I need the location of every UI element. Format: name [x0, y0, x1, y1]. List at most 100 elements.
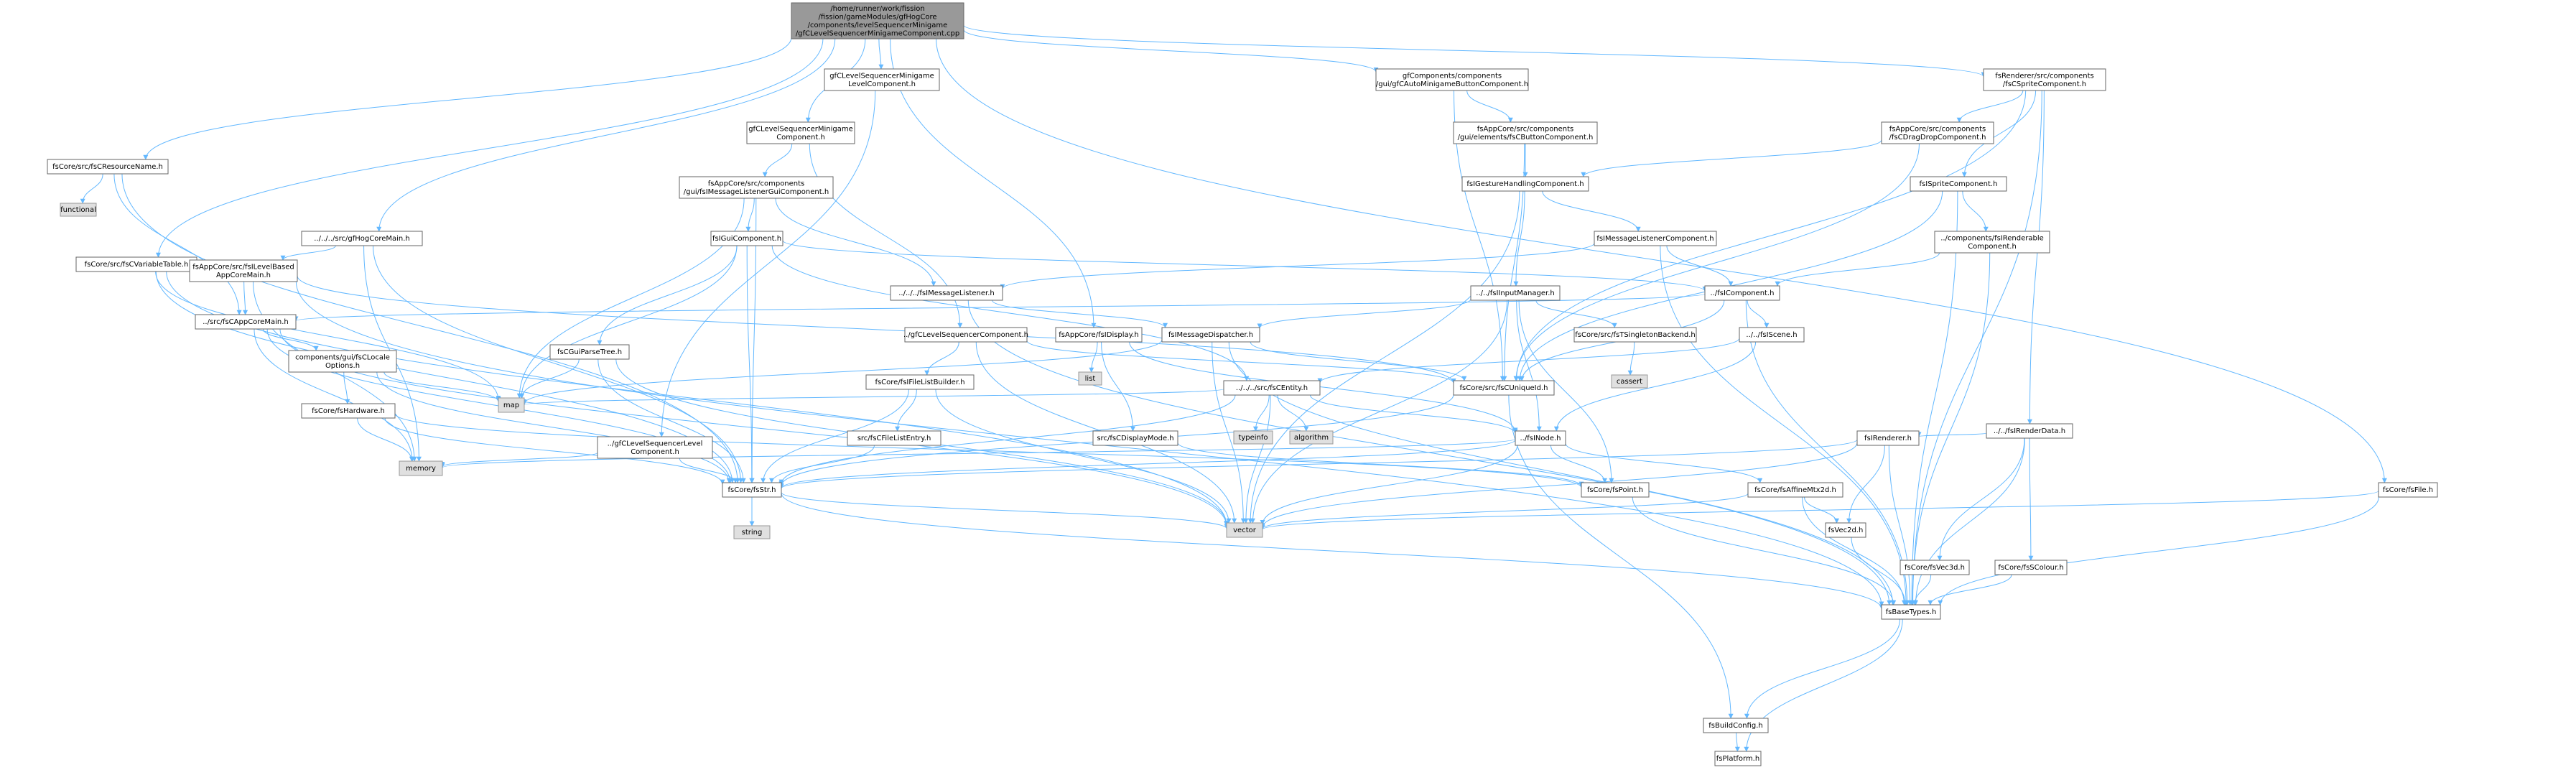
node-label: /gui/gfCAutoMinigameButtonComponent.h: [1376, 80, 1528, 88]
node-fsIMessageDispatcher[interactable]: fsIMessageDispatcher.h: [1161, 327, 1260, 343]
node-fsPlatform[interactable]: fsPlatform.h: [1714, 751, 1762, 766]
node-fsIComponent[interactable]: ../fsIComponent.h: [1704, 285, 1780, 301]
node-fsVec2d[interactable]: fsVec2d.h: [1825, 522, 1866, 538]
node-fsINode[interactable]: ../fsINode.h: [1515, 430, 1566, 446]
edge-fsIMessageListener-to-fsIMessageDispatcher: [991, 300, 1168, 328]
node-functional[interactable]: functional: [60, 203, 97, 217]
node-label: fsCore/fsSColour.h: [1998, 564, 2063, 572]
node-fsFile[interactable]: fsCore/fsFile.h: [2378, 482, 2438, 498]
edge-fsIMessageListenerComponent-to-fsIComponent: [1666, 245, 1734, 287]
node-fsPoint[interactable]: fsCore/fsPoint.h: [1581, 482, 1650, 498]
edge-fsIMsgListenerGui-to-fsIGuiComponent: [745, 198, 755, 232]
edge-fsIGuiComponent-to-fsIComponent: [782, 240, 1708, 292]
edge-fsIGuiComponent-to-fsCEntity: [771, 245, 1250, 381]
edge-fsAffineMtx2d-to-vector: [1260, 493, 1749, 529]
node-string[interactable]: string: [733, 525, 771, 539]
node-label: ../gfCLevelSequencerComponent.h: [903, 331, 1028, 339]
node-fsCAppCoreMain[interactable]: ../src/fsCAppCoreMain.h: [195, 314, 297, 330]
node-fsIGuiComponent[interactable]: fsIGuiComponent.h: [710, 231, 784, 246]
node-label: fsCore/src/fsCVariableTable.h: [85, 261, 189, 269]
node-fsIFileListBuilder[interactable]: fsCore/fsIFileListBuilder.h: [865, 374, 975, 390]
node-label: fsRenderer/src/components: [1995, 72, 2094, 80]
edge-fsCSpriteComponent-to-fsCDragDrop: [1956, 90, 2024, 123]
node-fsISpriteComponent[interactable]: fsISpriteComponent.h: [1910, 176, 2007, 192]
node-label: /fsCDragDropComponent.h: [1889, 134, 1986, 142]
edge-fsINode-to-fsPoint: [1550, 445, 1608, 483]
edge-fsIGestureHandling-to-fsIInputManager: [1513, 190, 1525, 287]
node-box: [824, 68, 940, 91]
node-label: ../../../src/fsCEntity.h: [1236, 384, 1308, 392]
node-label: ../../fsIRenderData.h: [1994, 427, 2065, 435]
node-fsIGestureHandling[interactable]: fsIGestureHandlingComponent.h: [1461, 176, 1589, 192]
node-gfHogCoreMain[interactable]: ../../../src/gfHogCoreMain.h: [301, 231, 423, 246]
node-fsAffineMtx2d[interactable]: fsCore/fsAffineMtx2d.h: [1747, 482, 1843, 498]
node-box: [1289, 430, 1334, 445]
node-fsIRenderer[interactable]: fsIRenderer.h: [1856, 430, 1920, 446]
node-typeinfo[interactable]: typeinfo: [1233, 430, 1273, 445]
edge-fsIRenderer-to-fsVec2d: [1846, 445, 1885, 524]
node-box: [1900, 560, 1970, 575]
node-fsIDisplay[interactable]: fsAppCore/fsIDisplay.h: [1055, 327, 1143, 343]
edge-fsINode-to-memory: [440, 438, 1516, 468]
edge-fsIRenderData-to-fsSColour: [2028, 437, 2034, 561]
node-fsCSpriteComponent[interactable]: fsRenderer/src/components/fsCSpriteCompo…: [1983, 68, 2106, 91]
node-label: fsIMessageDispatcher.h: [1168, 331, 1253, 339]
node-box: [1092, 430, 1178, 446]
node-fsIMessageListenerComponent[interactable]: fsIMessageListenerComponent.h: [1594, 231, 1717, 246]
edge-fsCEntity-to-map: [522, 389, 1224, 406]
node-fsCFileListEntry[interactable]: src/fsCFileListEntry.h: [847, 430, 941, 446]
node-fsCEntity[interactable]: ../../../src/fsCEntity.h: [1223, 380, 1321, 396]
node-cassert[interactable]: cassert: [1611, 374, 1648, 389]
node-box: [865, 374, 975, 390]
node-fsIRenderData[interactable]: ../../fsIRenderData.h: [1986, 423, 2073, 439]
node-label: /gfCLevelSequencerMinigameComponent.cpp: [796, 29, 959, 37]
node-map[interactable]: map: [498, 397, 525, 413]
node-gfCLSMLevelComponent[interactable]: gfCLevelSequencerMinigameLevelComponent.…: [824, 68, 940, 91]
edge-fsIComponent-to-fsIScene: [1747, 300, 1770, 328]
node-vector[interactable]: vector: [1226, 522, 1263, 538]
node-box: [1611, 374, 1648, 389]
node-algorithm[interactable]: algorithm: [1289, 430, 1334, 445]
node-box: [1581, 482, 1650, 498]
node-fsCDisplayMode[interactable]: src/fsCDisplayMode.h: [1092, 430, 1178, 446]
node-fsBuildConfig[interactable]: fsBuildConfig.h: [1703, 718, 1769, 733]
node-fsHardware[interactable]: fsCore/fsHardware.h: [301, 403, 396, 419]
node-fsCTSingleton[interactable]: fsCore/src/fsTSingletonBackend.h: [1573, 327, 1697, 343]
node-memory[interactable]: memory: [399, 460, 443, 476]
node-fsVec3d[interactable]: fsCore/fsVec3d.h: [1900, 560, 1970, 575]
node-fsCButtonComponent[interactable]: fsAppCore/src/components/gui/elements/fs…: [1453, 121, 1598, 144]
node-box: [498, 397, 525, 413]
node-fsCVariableTable[interactable]: fsCore/src/fsCVariableTable.h: [75, 256, 197, 272]
node-list[interactable]: list: [1078, 371, 1102, 386]
edge-fsIRenderData-to-fsIRenderer: [1916, 432, 1987, 437]
node-fsStr[interactable]: fsCore/fsStr.h: [722, 482, 782, 498]
node-fsSColour[interactable]: fsCore/fsSColour.h: [1994, 560, 2068, 575]
node-fsCGuiParseTree[interactable]: fsCGuiParseTree.h: [549, 344, 630, 360]
node-fsResourceName[interactable]: fsCore/src/fsCResourceName.h: [47, 159, 169, 175]
node-gfCAutoMinigameButton[interactable]: gfComponents/components/gui/gfCAutoMinig…: [1375, 68, 1529, 91]
node-gfCLSComponent[interactable]: ../gfCLevelSequencerComponent.h: [903, 327, 1028, 343]
edge-root-to-gfCAutoMinigameButton: [963, 29, 1379, 73]
node-box: [60, 203, 97, 217]
edge-fsHardware-to-fsStr: [384, 417, 725, 485]
node-label: Options.h: [325, 362, 360, 370]
edge-fsResourceName-to-fsStr: [121, 173, 740, 483]
node-fsIMessageListener[interactable]: ../../../fsIMessageListener.h: [890, 285, 1003, 301]
node-root[interactable]: /home/runner/work/fission/fission/gameMo…: [791, 2, 964, 40]
node-fsBaseTypes[interactable]: fsBaseTypes.h: [1881, 604, 1941, 620]
edge-fsCEntity-to-fsINode: [1309, 394, 1518, 435]
edge-fsCDragDrop-to-fsCUniqueId: [1513, 143, 1920, 381]
node-fsCUniqueId[interactable]: fsCore/src/fsCUniqueId.h: [1453, 380, 1555, 396]
node-fsIInputManager[interactable]: ../../fsIInputManager.h: [1470, 285, 1561, 301]
node-gfCLSMComponent[interactable]: gfCLevelSequencerMinigameComponent.h: [746, 121, 855, 144]
node-label: fsIRenderer.h: [1864, 435, 1912, 442]
edge-fsCVariableTable-to-map: [155, 271, 501, 401]
node-fsIScene[interactable]: ../../fsIScene.h: [1739, 327, 1805, 343]
node-fsCDragDrop[interactable]: fsAppCore/src/components/fsCDragDropComp…: [1881, 121, 1994, 144]
node-fsIMsgListenerGui[interactable]: fsAppCore/src/components/gui/fsIMessageL…: [679, 176, 834, 199]
edge-root-to-fsResourceName: [143, 37, 792, 160]
